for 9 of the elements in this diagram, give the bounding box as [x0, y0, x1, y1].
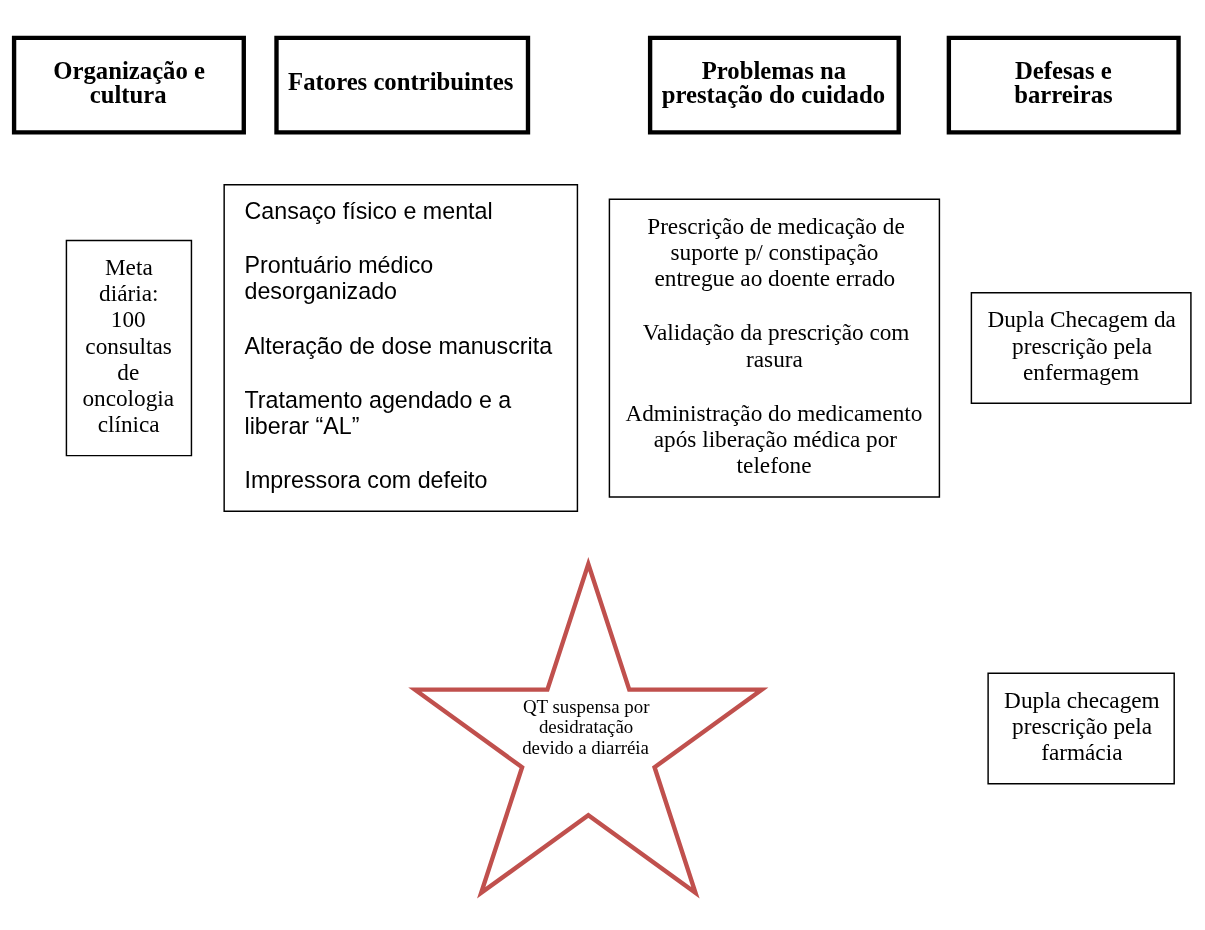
node-box: Dupla Checagem da prescrição pela enfermagem — [970, 291, 1192, 404]
node-box: Organização e cultura — [11, 35, 246, 134]
node-box: Cansaço físico e mental Prontuário médico desorganizado Alteração de dose manuscrita Tratamento agendado e a liberar “AL” Impressora com defeito — [223, 183, 579, 512]
node-box: Fatores contribuintes — [274, 35, 531, 134]
node-box: Prescrição de medicação de suporte p/ constipação entregue ao doente errado Validação da prescrição com rasura Administração do medicamento após liberação médica por telefone — [608, 197, 941, 498]
node-box: Meta diária: 100 consultas de oncologia clínica — [65, 239, 193, 456]
node-box: Dupla checagem prescrição pela farmácia — [987, 672, 1175, 784]
node-box: Defesas e barreiras — [946, 35, 1181, 134]
node-box: Problemas na prestação do cuidado — [647, 35, 901, 134]
